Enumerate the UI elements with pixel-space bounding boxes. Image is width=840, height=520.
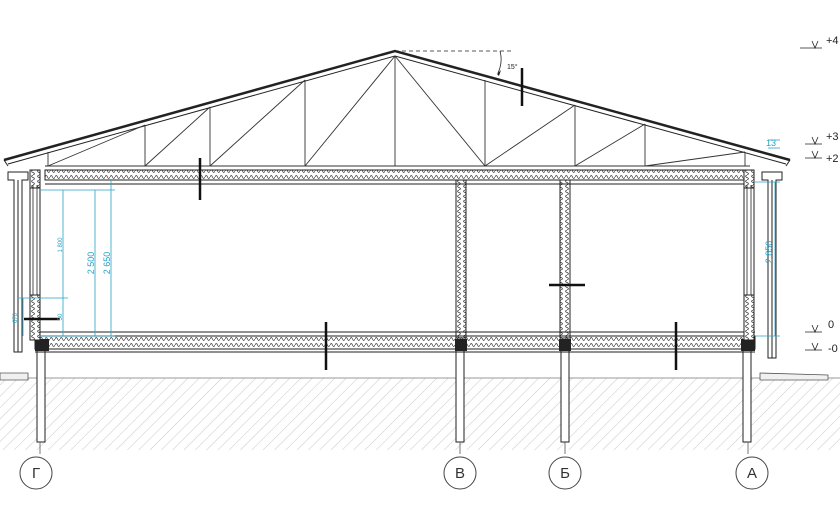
axis-label-g: Г: [32, 465, 40, 482]
axis-bubble-v: В: [443, 456, 477, 490]
level-label-5: -0: [828, 343, 838, 355]
floor-slab: [34, 331, 756, 353]
axis-markers: Г В Б А: [19, 442, 769, 490]
ceiling-slab: [44, 165, 751, 185]
exterior-wall-right: [743, 169, 755, 341]
dim-1800: 1 800: [58, 237, 64, 253]
roof-angle-label: 15°: [507, 63, 518, 71]
roof-trusses: [47, 55, 750, 167]
level-label-3: +2: [826, 153, 839, 165]
dim-2650: 2 650: [102, 252, 112, 275]
dimension-lines: [18, 139, 780, 337]
dim-13: 13: [766, 138, 776, 148]
level-label-1: +4: [826, 35, 839, 47]
level-labels: +4 +3 +2 0 -0: [826, 35, 839, 355]
level-label-2: +3: [826, 131, 839, 143]
interior-walls: [455, 179, 571, 339]
dim-50: 50: [58, 313, 64, 320]
axis-label-a: А: [747, 465, 757, 482]
dimension-labels: 2 500 2 650 1 800 50 670 2 850 13: [13, 138, 776, 323]
axis-bubble-a: А: [735, 456, 769, 490]
axis-bubble-g: Г: [19, 456, 53, 490]
ground: [0, 372, 840, 450]
downpipes: [7, 171, 783, 359]
exterior-wall-left: [29, 169, 41, 341]
dim-2500: 2 500: [86, 252, 96, 275]
dim-2850: 2 850: [764, 241, 774, 264]
axis-label-b: Б: [560, 465, 570, 482]
axis-label-v: В: [455, 465, 465, 482]
dim-670: 670: [13, 312, 19, 323]
roof: [3, 49, 791, 167]
axis-bubble-b: Б: [548, 456, 582, 490]
section-cut-markers: [24, 68, 678, 370]
level-marks: [800, 40, 822, 352]
roof-angle-annotation: 15°: [395, 50, 518, 76]
level-label-4: 0: [828, 319, 834, 331]
